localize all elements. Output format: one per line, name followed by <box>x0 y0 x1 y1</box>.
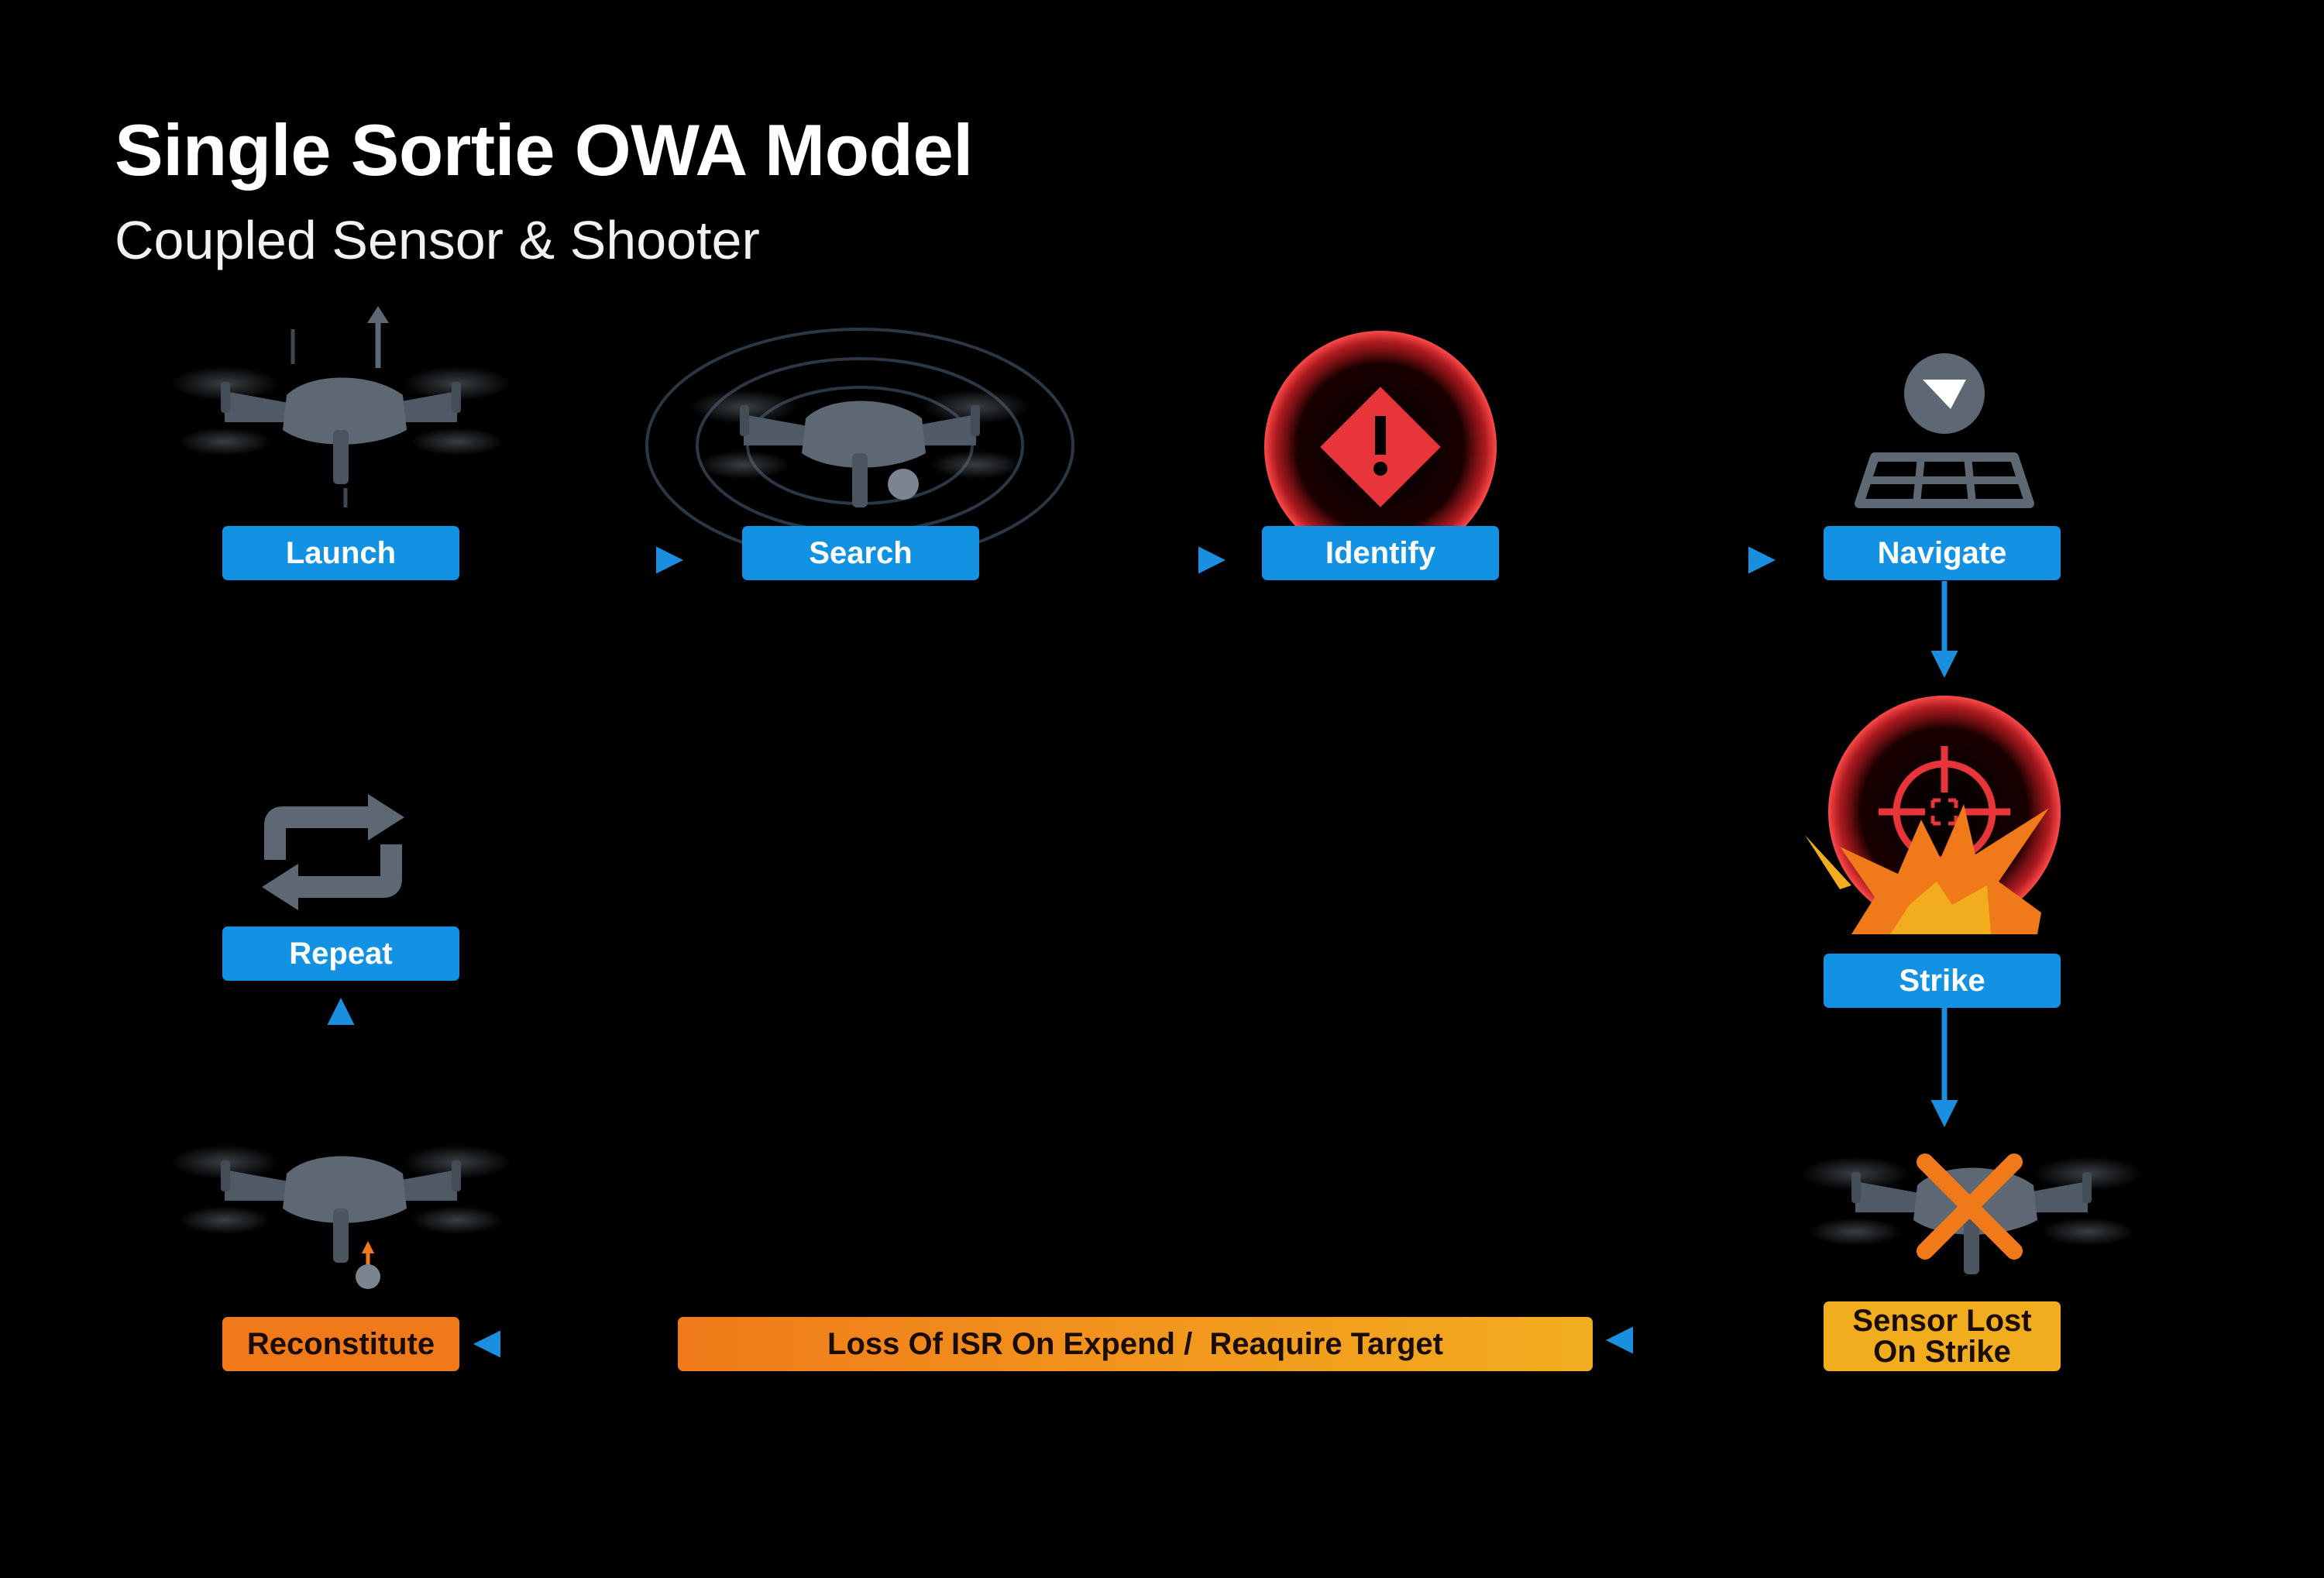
stage-search: Search <box>742 526 979 580</box>
stage-launch: Launch <box>222 526 459 580</box>
drone-crossed-icon <box>1801 1153 2142 1274</box>
map-navigation-icon <box>1855 353 2034 508</box>
repeat-icon <box>262 794 404 910</box>
drone-launch-icon <box>170 306 511 507</box>
drone-rearm-icon <box>170 1145 511 1289</box>
stage-identify: Identify <box>1262 526 1499 580</box>
stage-repeat: Repeat <box>222 927 459 981</box>
diagram-title: Single Sortie OWA Model <box>115 109 973 191</box>
target-explosion-icon <box>1805 696 2061 934</box>
loss-of-isr-bar: Loss Of ISR On Expend / Reaquire Target <box>678 1317 1593 1371</box>
stage-strike: Strike <box>1824 954 2061 1008</box>
warning-diamond-icon <box>1264 331 1497 563</box>
stage-sensor-lost: Sensor Lost On Strike <box>1824 1301 2061 1371</box>
stage-reconstitute: Reconstitute <box>222 1317 459 1371</box>
stage-navigate: Navigate <box>1824 526 2061 580</box>
diagram-subtitle: Coupled Sensor & Shooter <box>115 210 760 270</box>
